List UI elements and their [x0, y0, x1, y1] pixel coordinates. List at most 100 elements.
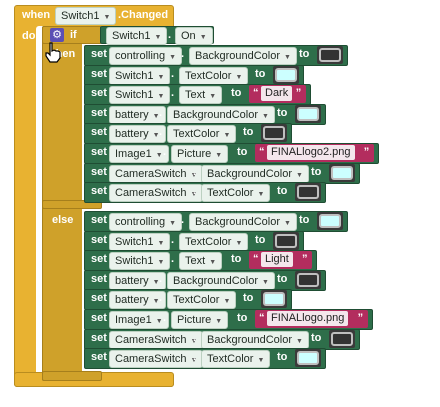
property-dropdown[interactable]: TextColor▼	[167, 291, 237, 310]
property-dropdown[interactable]: TextColor▼	[179, 232, 249, 251]
component-dropdown[interactable]: CameraSwitch▼	[109, 164, 204, 183]
gear-icon[interactable]: ⚙	[50, 28, 64, 42]
color-swatch[interactable]	[297, 272, 319, 287]
if-block-else-bar	[42, 200, 102, 209]
property-dropdown[interactable]: BackgroundColor▼	[167, 105, 275, 124]
text-value[interactable]: Light	[261, 252, 293, 268]
color-block[interactable]	[261, 124, 287, 143]
set-keyword: set	[91, 351, 107, 364]
text-value[interactable]: FINALlogo2.png	[267, 145, 355, 160]
chevron-down-icon: ▼	[152, 298, 160, 306]
color-block[interactable]	[317, 212, 343, 230]
to-keyword: to	[237, 312, 248, 324]
chevron-down-icon: ▼	[152, 112, 160, 120]
property-dropdown[interactable]: Text▼	[179, 252, 223, 271]
dot-separator: .	[159, 106, 163, 119]
property-dropdown[interactable]: Text▼	[179, 86, 223, 105]
color-block[interactable]	[261, 290, 287, 309]
open-quote: “	[259, 146, 265, 158]
component-dropdown[interactable]: controlling▼	[109, 47, 183, 65]
property-dropdown[interactable]: TextColor▼	[201, 350, 271, 369]
component-dropdown[interactable]: CameraSwitch▼	[109, 330, 204, 349]
color-swatch[interactable]	[319, 48, 341, 62]
to-keyword: to	[277, 106, 288, 119]
property-dropdown[interactable]: Picture▼	[171, 145, 229, 163]
color-swatch[interactable]	[331, 331, 353, 346]
component-dropdown[interactable]: battery▼	[109, 105, 166, 124]
property-dropdown[interactable]: TextColor▼	[201, 184, 271, 203]
text-block[interactable]: “Dark”	[249, 85, 306, 104]
component-label: battery	[115, 274, 149, 287]
color-block[interactable]	[329, 163, 355, 182]
text-value[interactable]: FINALlogo.png	[267, 311, 349, 326]
color-swatch[interactable]	[297, 351, 319, 366]
property-dropdown[interactable]: Picture▼	[171, 311, 229, 329]
text-block[interactable]: “FINALlogo2.png”	[255, 144, 374, 162]
component-dropdown[interactable]: CameraSwitch▼	[109, 184, 204, 203]
color-swatch[interactable]	[297, 106, 319, 121]
property-dropdown[interactable]: BackgroundColor▼	[167, 271, 275, 290]
color-block[interactable]	[295, 183, 321, 202]
set-keyword: set	[91, 331, 107, 344]
color-block[interactable]	[295, 270, 321, 289]
component-label: Image1	[115, 148, 152, 160]
component-dropdown[interactable]: controlling▼	[109, 213, 183, 231]
color-swatch[interactable]	[319, 214, 341, 228]
text-block[interactable]: “Light”	[249, 251, 312, 270]
color-swatch[interactable]	[275, 233, 297, 248]
color-block[interactable]	[273, 231, 299, 250]
property-dropdown[interactable]: BackgroundColor▼	[189, 47, 297, 65]
property-dropdown[interactable]: TextColor▼	[179, 66, 249, 85]
component-dropdown[interactable]: Switch1▼	[109, 86, 171, 105]
component-dropdown[interactable]: Switch1▼	[109, 66, 171, 85]
property-dropdown[interactable]: BackgroundColor▼	[189, 213, 297, 231]
text-value[interactable]: Dark	[261, 86, 293, 102]
text-block[interactable]: “FINALlogo.png”	[255, 310, 368, 328]
component-dropdown[interactable]: Switch1▼	[109, 232, 171, 251]
chevron-down-icon: ▼	[190, 337, 198, 345]
component-dropdown[interactable]: Image1▼	[109, 145, 169, 163]
component-label: CameraSwitch	[115, 353, 187, 366]
color-swatch[interactable]	[263, 126, 285, 141]
color-block[interactable]	[317, 46, 343, 64]
color-block[interactable]	[295, 104, 321, 123]
property-dropdown[interactable]: BackgroundColor▼	[201, 164, 309, 183]
component-dropdown[interactable]: battery▼	[109, 291, 166, 310]
if-label: if	[70, 29, 77, 41]
set-keyword: set	[91, 233, 107, 246]
component-dropdown[interactable]: battery▼	[109, 271, 166, 290]
component-dropdown[interactable]: CameraSwitch▼	[109, 350, 204, 369]
color-swatch[interactable]	[297, 185, 319, 200]
color-swatch[interactable]	[331, 165, 353, 180]
color-swatch[interactable]	[275, 67, 297, 82]
chevron-down-icon: ▼	[152, 278, 160, 286]
component-dropdown[interactable]: Switch1▼	[109, 252, 171, 271]
component-dropdown[interactable]: Image1▼	[109, 311, 169, 329]
color-block[interactable]	[295, 349, 321, 368]
condition-property-dropdown[interactable]: On▼	[175, 27, 213, 45]
color-block[interactable]	[273, 65, 299, 84]
event-component-dropdown[interactable]: Switch1▼	[55, 7, 117, 25]
property-dropdown[interactable]: TextColor▼	[167, 125, 237, 144]
component-dropdown[interactable]: battery▼	[109, 125, 166, 144]
color-swatch[interactable]	[263, 292, 285, 307]
condition-component-dropdown[interactable]: Switch1▼	[106, 27, 168, 45]
color-block[interactable]	[329, 329, 355, 348]
property-dropdown[interactable]: BackgroundColor▼	[201, 330, 309, 349]
